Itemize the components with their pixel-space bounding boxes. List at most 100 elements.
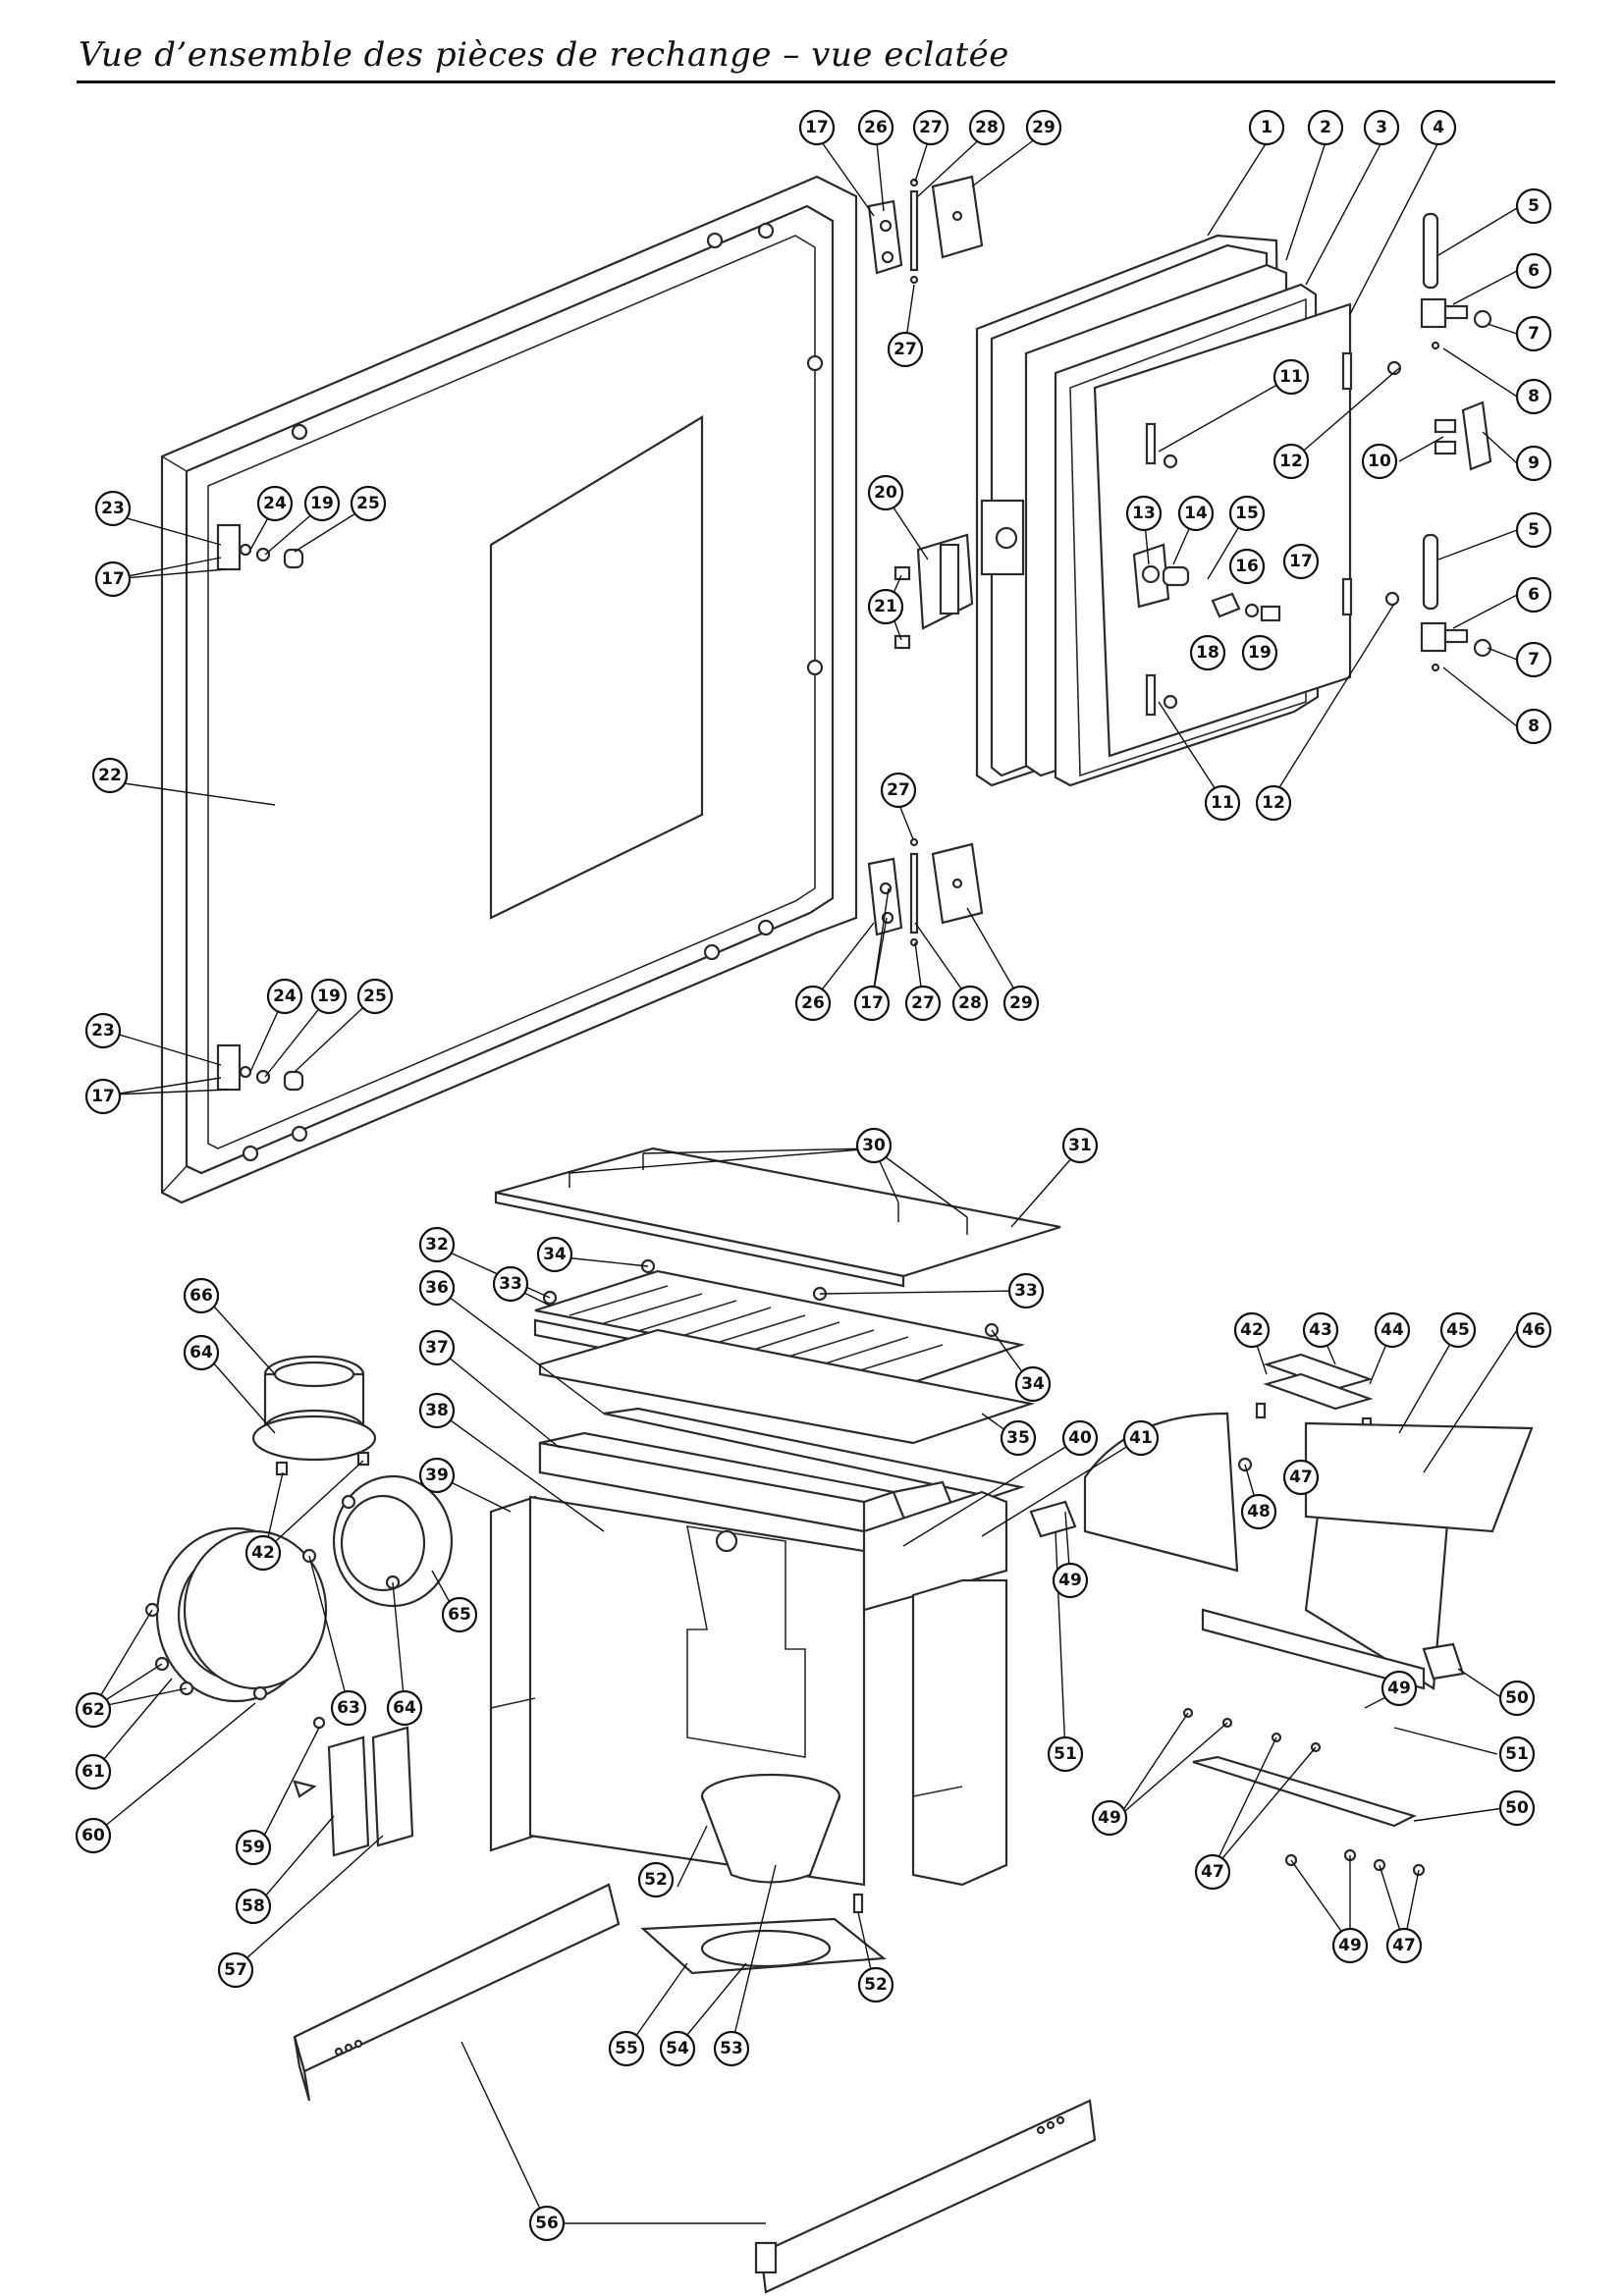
callout-64-ring: 64 (386, 1689, 423, 1727)
svg-text:3: 3 (1376, 118, 1387, 137)
svg-text:61: 61 (81, 1762, 105, 1782)
svg-text:19: 19 (310, 494, 334, 513)
air-inlet-rings (144, 1474, 454, 1703)
svg-text:50: 50 (1505, 1798, 1529, 1818)
callout-44: 44 (1374, 1311, 1411, 1349)
callout-6-upper: 6 (1515, 252, 1552, 290)
svg-text:7: 7 (1528, 650, 1540, 669)
svg-text:49: 49 (1338, 1936, 1362, 1955)
callout-26-top: 26 (857, 109, 894, 146)
svg-text:19: 19 (1248, 643, 1272, 663)
callout-12-lower: 12 (1255, 784, 1292, 822)
svg-text:35: 35 (1006, 1428, 1030, 1448)
callout-25-top: 25 (350, 485, 387, 522)
callout-7-lower: 7 (1515, 641, 1552, 678)
callout-20: 20 (867, 474, 904, 511)
callout-36: 36 (418, 1269, 456, 1307)
ash-pan-parts (1029, 1353, 1534, 1877)
callout-27-mid: 27 (887, 331, 924, 368)
svg-text:8: 8 (1528, 387, 1540, 406)
callout-24-bottom: 24 (266, 978, 303, 1015)
svg-text:39: 39 (425, 1466, 449, 1485)
callout-60: 60 (75, 1817, 112, 1854)
callout-49-lower: 49 (1091, 1799, 1128, 1837)
svg-text:53: 53 (720, 2039, 743, 2058)
callout-33-left: 33 (492, 1265, 529, 1303)
callout-29-bottom: 29 (1002, 985, 1040, 1022)
callout-64-collar: 64 (183, 1334, 220, 1371)
callout-50-lower: 50 (1498, 1789, 1536, 1827)
svg-text:13: 13 (1132, 504, 1156, 523)
callout-65: 65 (441, 1596, 478, 1633)
callout-61: 61 (75, 1753, 112, 1790)
svg-text:18: 18 (1196, 643, 1219, 663)
svg-text:54: 54 (666, 2039, 689, 2058)
callout-22: 22 (91, 757, 129, 794)
svg-text:23: 23 (91, 1021, 115, 1041)
title-rule (77, 80, 1555, 83)
callout-19-door: 19 (1241, 634, 1278, 671)
callout-8-lower: 8 (1515, 708, 1552, 745)
callout-35: 35 (1000, 1419, 1037, 1457)
callout-18: 18 (1189, 634, 1226, 671)
svg-text:49: 49 (1387, 1679, 1411, 1698)
callout-23-bottom: 23 (84, 1012, 122, 1049)
frame-hinge-plate-top (216, 523, 304, 571)
callout-layer: 1 2 3 4 5 6 7 8 9 10 11 12 13 14 15 16 1… (75, 109, 1552, 2242)
callout-47-mid: 47 (1194, 1853, 1231, 1891)
lower-hinge-parts (867, 837, 984, 947)
svg-text:50: 50 (1505, 1688, 1529, 1708)
svg-text:17: 17 (860, 993, 884, 1013)
callout-43: 43 (1302, 1311, 1339, 1349)
callout-33-right: 33 (1007, 1272, 1045, 1309)
svg-text:5: 5 (1528, 520, 1540, 540)
callout-42-collar: 42 (244, 1534, 282, 1572)
svg-text:28: 28 (958, 993, 982, 1013)
svg-text:36: 36 (425, 1278, 449, 1298)
callout-11-upper: 11 (1272, 358, 1310, 396)
svg-text:24: 24 (273, 987, 297, 1006)
svg-text:19: 19 (317, 987, 341, 1006)
svg-text:10: 10 (1368, 452, 1391, 471)
callout-23-top: 23 (94, 490, 132, 527)
callout-40: 40 (1061, 1419, 1099, 1457)
callout-49-left: 49 (1052, 1562, 1089, 1599)
callout-56: 56 (528, 2205, 566, 2242)
frame-bolts (242, 222, 824, 1162)
svg-text:62: 62 (81, 1700, 105, 1720)
callout-14: 14 (1177, 495, 1215, 532)
callout-38: 38 (418, 1392, 456, 1429)
svg-text:24: 24 (263, 494, 287, 513)
callout-21: 21 (867, 588, 904, 625)
svg-text:6: 6 (1528, 261, 1540, 281)
air-funnel (640, 1773, 887, 1975)
callout-48: 48 (1240, 1493, 1277, 1530)
svg-text:33: 33 (499, 1274, 522, 1294)
callout-34-left: 34 (536, 1236, 573, 1273)
svg-text:34: 34 (543, 1245, 567, 1264)
callout-19-top: 19 (303, 485, 341, 522)
svg-text:40: 40 (1068, 1428, 1092, 1448)
svg-text:49: 49 (1098, 1808, 1121, 1828)
svg-text:12: 12 (1279, 452, 1303, 471)
svg-text:51: 51 (1505, 1744, 1529, 1764)
callout-6-lower: 6 (1515, 576, 1552, 614)
callout-39: 39 (418, 1457, 456, 1494)
svg-text:15: 15 (1235, 504, 1259, 523)
callout-63: 63 (330, 1689, 367, 1727)
callout-52-right: 52 (857, 1966, 894, 2003)
callout-32: 32 (418, 1226, 456, 1263)
svg-text:60: 60 (81, 1826, 105, 1845)
latch-assembly (893, 533, 974, 650)
svg-text:38: 38 (425, 1401, 449, 1420)
callout-15: 15 (1228, 495, 1266, 532)
callout-52-left: 52 (637, 1861, 675, 1898)
svg-text:6: 6 (1528, 585, 1540, 605)
callout-41: 41 (1122, 1419, 1160, 1457)
svg-text:23: 23 (101, 499, 125, 518)
callout-47-bottom: 47 (1385, 1927, 1423, 1964)
svg-text:22: 22 (98, 766, 122, 785)
callout-17-door: 17 (1282, 543, 1320, 580)
svg-text:14: 14 (1184, 504, 1208, 523)
svg-text:31: 31 (1068, 1136, 1092, 1155)
